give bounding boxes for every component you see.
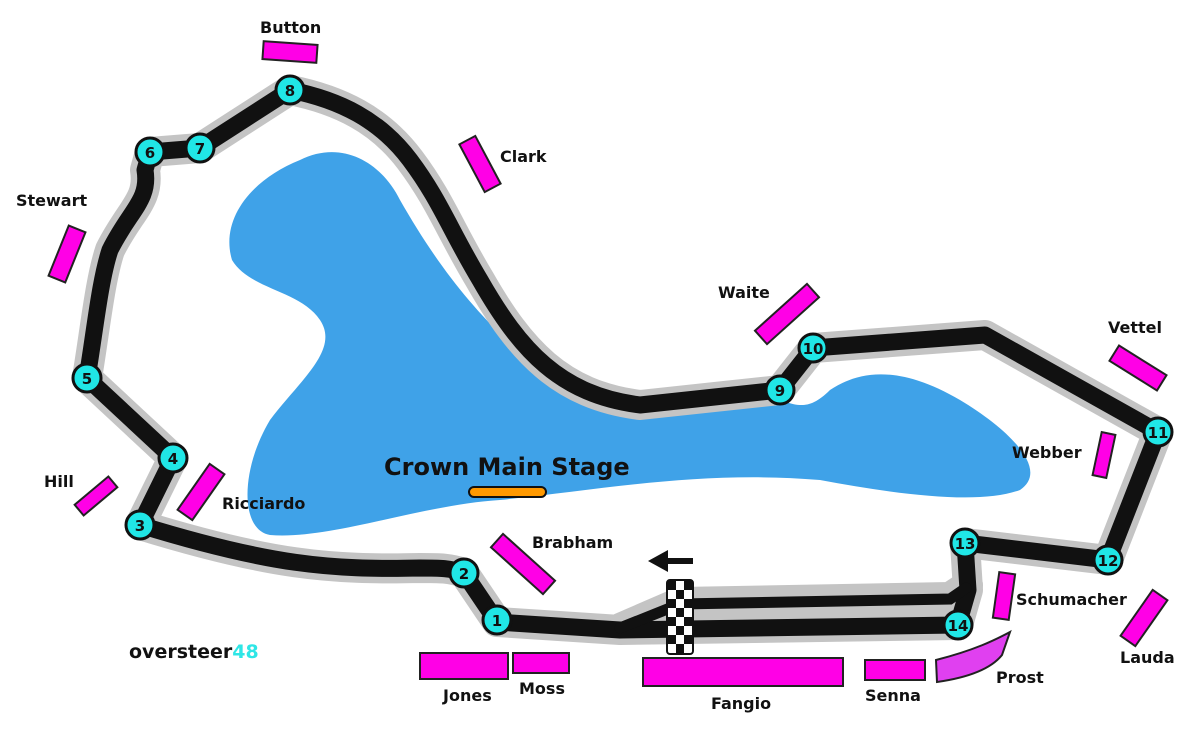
svg-text:3: 3	[135, 517, 145, 535]
grandstand-label: Fangio	[711, 694, 771, 713]
corner-marker-2: 2	[448, 557, 480, 589]
grandstand-label: Button	[260, 18, 321, 37]
brand-logo: oversteer48	[129, 641, 259, 663]
svg-text:12: 12	[1098, 552, 1119, 570]
corner-marker-7: 7	[184, 132, 216, 164]
grandstand-label: Stewart	[16, 191, 87, 210]
svg-text:6: 6	[145, 144, 155, 162]
corner-marker-12: 12	[1092, 544, 1124, 576]
svg-text:8: 8	[285, 82, 295, 100]
checkered-flag-icon	[666, 579, 694, 655]
corner-marker-6: 6	[134, 136, 166, 168]
grandstand-label: Brabham	[532, 533, 613, 552]
svg-text:1: 1	[492, 612, 502, 630]
corner-marker-5: 5	[71, 362, 103, 394]
grandstand-label: Vettel	[1108, 318, 1162, 337]
pit-lane	[614, 582, 972, 634]
corner-marker-10: 10	[797, 332, 829, 364]
svg-text:10: 10	[803, 340, 824, 358]
grandstand-schumacher	[991, 570, 1017, 622]
corner-marker-11: 11	[1142, 416, 1174, 448]
grandstand-stewart	[47, 224, 87, 284]
corner-marker-13: 13	[949, 527, 981, 559]
grandstand-brabham	[489, 532, 557, 596]
crown-main-stage-marker	[468, 486, 547, 498]
grandstand-prost	[934, 629, 1012, 684]
grandstand-hill	[73, 475, 119, 517]
corner-marker-14: 14	[942, 609, 974, 641]
svg-text:7: 7	[195, 140, 205, 158]
grandstand-ricciardo	[176, 462, 226, 522]
corner-marker-3: 3	[124, 509, 156, 541]
svg-text:11: 11	[1148, 424, 1169, 442]
grandstand-label: Webber	[1012, 443, 1082, 462]
corner-marker-9: 9	[764, 374, 796, 406]
grandstand-clark	[458, 134, 502, 194]
lake	[229, 152, 1031, 536]
svg-text:2: 2	[459, 565, 469, 583]
grandstand-label: Waite	[718, 283, 770, 302]
grandstand-fangio	[642, 657, 844, 687]
grandstand-button	[261, 40, 319, 64]
grandstand-label: Jones	[442, 686, 492, 705]
grandstand-senna	[864, 659, 926, 681]
grandstand-jones	[419, 652, 509, 680]
svg-text:4: 4	[168, 450, 178, 468]
grandstand-label: Senna	[865, 686, 921, 705]
grandstand-waite	[753, 282, 821, 346]
grandstand-lauda	[1119, 588, 1169, 648]
grandstand-label: Lauda	[1120, 648, 1175, 667]
grandstand-label: Prost	[996, 668, 1044, 687]
svg-text:9: 9	[775, 382, 785, 400]
grandstand-label: Clark	[500, 147, 547, 166]
corner-marker-8: 8	[274, 74, 306, 106]
grandstand-vettel	[1108, 344, 1168, 392]
direction-arrow-icon	[648, 550, 693, 572]
svg-text:13: 13	[955, 535, 976, 553]
grandstand-label: Schumacher	[1016, 590, 1127, 609]
svg-text:14: 14	[948, 617, 969, 635]
track	[78, 81, 1167, 639]
grandstand-label: Ricciardo	[222, 494, 305, 513]
grandstand-moss	[512, 652, 570, 674]
grandstand-label: Hill	[44, 472, 74, 491]
grandstand-webber	[1091, 430, 1117, 480]
corner-marker-1: 1	[481, 604, 513, 636]
svg-text:5: 5	[82, 370, 92, 388]
corner-marker-4: 4	[157, 442, 189, 474]
grandstand-label: Moss	[519, 679, 565, 698]
stage-label: Crown Main Stage	[384, 453, 630, 481]
